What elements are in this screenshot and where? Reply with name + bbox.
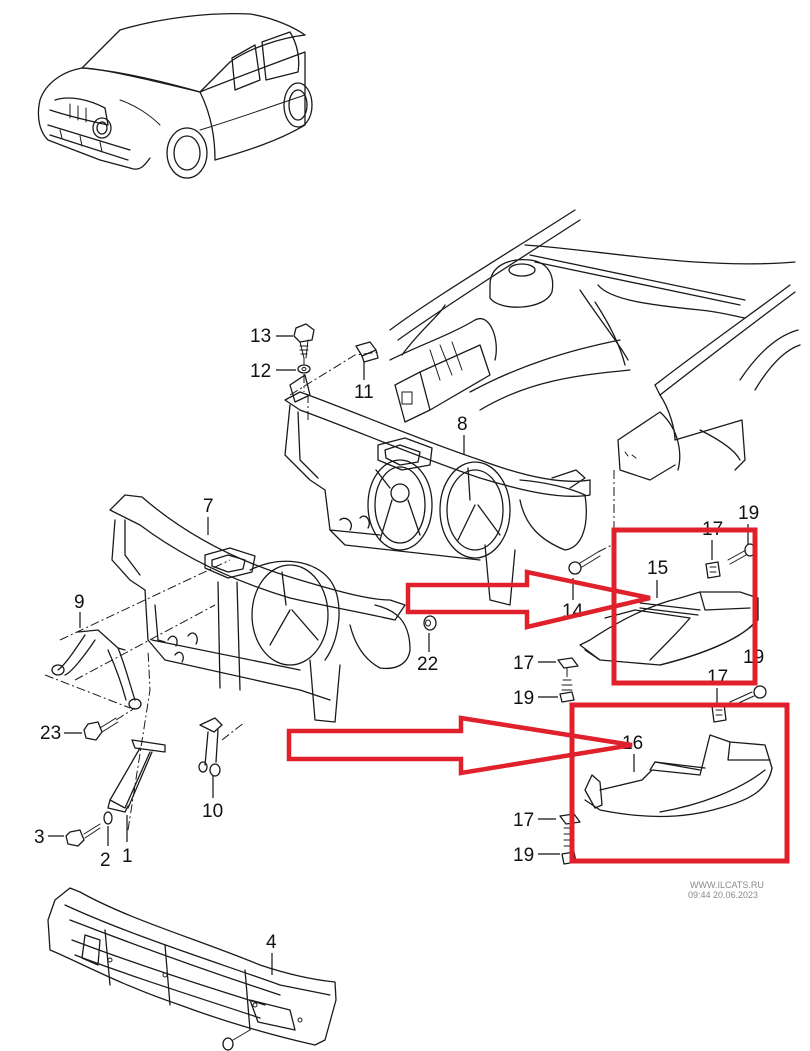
- clip-11: [355, 341, 379, 363]
- callout-19-left-upper[interactable]: 19: [513, 688, 534, 709]
- callout-12[interactable]: 12: [250, 361, 271, 382]
- callout-4[interactable]: 4: [266, 932, 277, 953]
- lock-carrier-installed: [284, 351, 591, 606]
- washer-bottom: [222, 1029, 251, 1051]
- callout-15[interactable]: 15: [647, 558, 668, 579]
- callout-7[interactable]: 7: [203, 496, 214, 517]
- vehicle-thumbnail: [37, 13, 313, 179]
- nut-22: [423, 615, 437, 631]
- callout-1[interactable]: 1: [122, 846, 133, 867]
- cross-member-4: [47, 887, 337, 1046]
- watermark-timestamp: 09:44 20.06.2023: [688, 890, 758, 900]
- watermark: WWW.ILCATS.RU 09:44 20.06.2023: [688, 880, 764, 900]
- callout-3[interactable]: 3: [34, 827, 45, 848]
- callout-17-left-upper[interactable]: 17: [513, 653, 534, 674]
- screw-19-left-upper: [559, 679, 575, 703]
- callout-16[interactable]: 16: [622, 733, 643, 754]
- splash-guard-16: [584, 734, 773, 818]
- splash-guard-15: [579, 591, 759, 666]
- bolt-14: [568, 544, 613, 575]
- callout-8[interactable]: 8: [457, 414, 468, 435]
- callout-11[interactable]: 11: [354, 382, 374, 403]
- callout-2[interactable]: 2: [100, 850, 111, 871]
- washer-2: [103, 811, 113, 825]
- highlight-arrow-part-15: [405, 569, 651, 630]
- callout-10[interactable]: 10: [202, 801, 223, 822]
- callout-19-top[interactable]: 19: [738, 503, 759, 524]
- highlights: [286, 527, 790, 864]
- speed-nut-17-upper: [705, 561, 721, 579]
- watermark-site: WWW.ILCATS.RU: [690, 880, 764, 890]
- callout-17-left-lower[interactable]: 17: [513, 810, 534, 831]
- support-1: [107, 739, 166, 813]
- speed-nut-17-left-upper: [557, 657, 579, 678]
- body-shell: [389, 209, 801, 640]
- callout-9[interactable]: 9: [74, 592, 85, 613]
- callout-23[interactable]: 23: [40, 723, 61, 744]
- bolt-23: [83, 707, 136, 741]
- washer-12: [297, 364, 311, 392]
- callout-13[interactable]: 13: [250, 326, 271, 347]
- callout-19-left-lower[interactable]: 19: [513, 845, 534, 866]
- highlight-box-part-16: [569, 702, 790, 864]
- callouts: 13 12 11 8 7 9 23 10 22 14 15 16 17 17 1…: [34, 326, 764, 975]
- bracket-10: [198, 717, 246, 777]
- screw-19-right: [729, 685, 767, 707]
- callout-22[interactable]: 22: [417, 654, 438, 675]
- bolt-3: [65, 823, 101, 847]
- lock-carrier-exploded: [59, 494, 411, 831]
- screw-19-upper: [727, 543, 756, 565]
- highlight-box-part-15: [611, 527, 758, 686]
- bracket-9: [44, 629, 142, 710]
- bolt-13: [293, 323, 315, 372]
- highlight-arrow-part-16: [286, 715, 633, 776]
